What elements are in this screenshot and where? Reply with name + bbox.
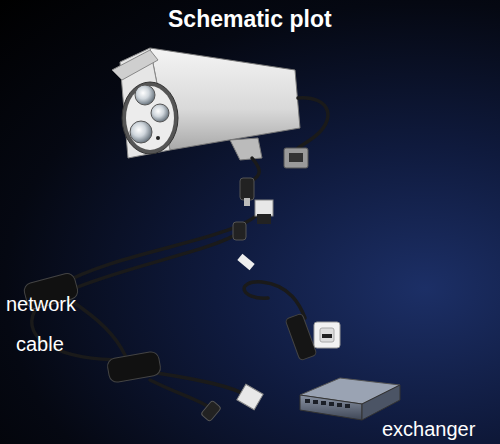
camera [112,48,300,160]
diagram-title: Schematic plot [168,6,332,33]
part-label: cable [16,333,64,356]
part-label: network [6,293,76,316]
network-switch [300,378,400,420]
connectors [23,148,308,422]
power-adapter [285,313,340,361]
part-label: exchanger [382,418,475,441]
